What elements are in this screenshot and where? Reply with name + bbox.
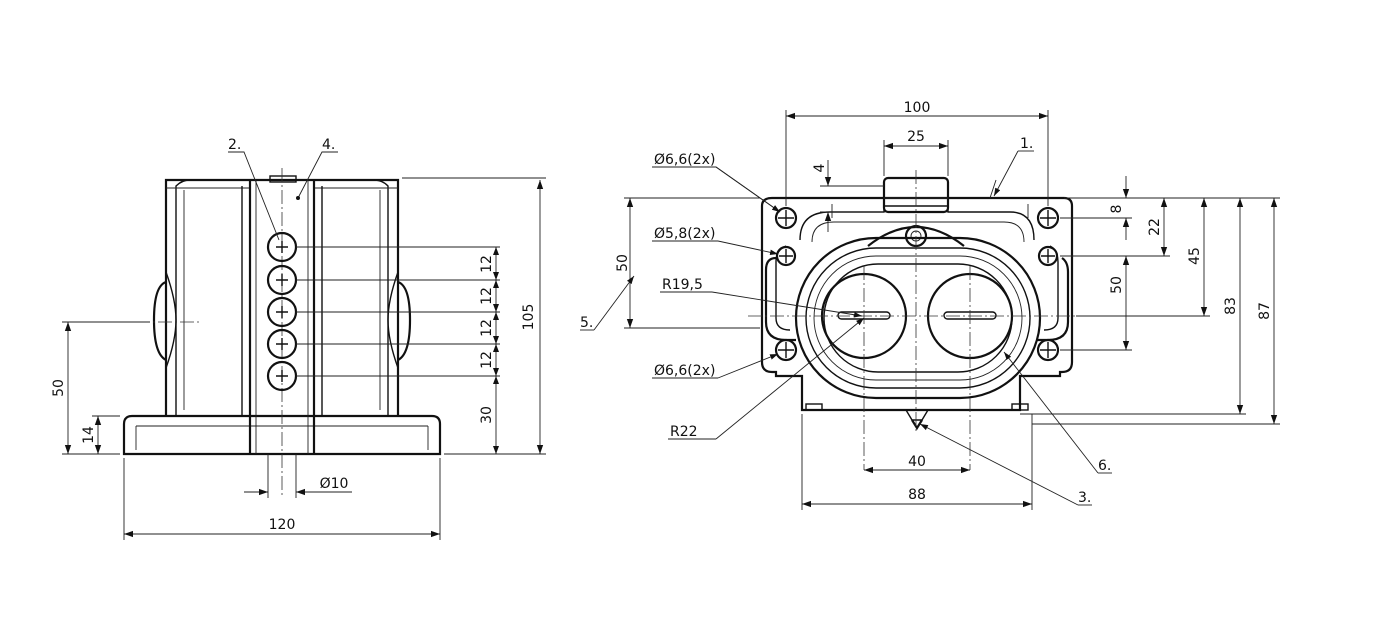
mount-hole-tl <box>774 206 798 230</box>
dim-pitch-1: 12 <box>479 255 495 273</box>
dim-top-width: 100 <box>904 100 931 116</box>
dim-bottom-offset: 30 <box>479 406 495 424</box>
dim-pitch-4: 12 <box>479 351 495 369</box>
label-hole-b: Ø5,8(2x) <box>654 226 715 242</box>
dim-width-total: 120 <box>269 517 296 533</box>
dim-8: 8 <box>1109 205 1125 214</box>
dim-slot-depth: 4 <box>812 163 828 172</box>
dim-height-total: 105 <box>521 304 537 331</box>
dim-50: 50 <box>1109 276 1125 294</box>
callout-5: 5. <box>580 315 593 331</box>
label-radius-inner: R19,5 <box>662 277 703 293</box>
callout-4: 4. <box>322 137 335 153</box>
dim-22: 22 <box>1147 218 1163 236</box>
dim-hole-dia: Ø10 <box>320 476 349 492</box>
mount-hole-tr <box>1036 206 1060 230</box>
dim-pitch-2: 12 <box>479 287 495 305</box>
dim-40: 40 <box>908 454 926 470</box>
label-radius-outer: R22 <box>670 424 698 440</box>
dim-left-50: 50 <box>615 254 631 272</box>
callout-1: 1. <box>1020 136 1033 152</box>
dim-pitch-3: 12 <box>479 319 495 337</box>
left-view: 12 12 12 12 30 105 50 14 Ø10 120 2. 4. <box>51 137 546 540</box>
dim-87: 87 <box>1257 302 1273 320</box>
dim-88: 88 <box>908 487 926 503</box>
dim-slot-width: 25 <box>907 129 925 145</box>
mount-hole-mr <box>1037 245 1059 267</box>
left-base-plate <box>122 414 442 456</box>
callout-2: 2. <box>228 137 241 153</box>
dim-45: 45 <box>1187 247 1203 265</box>
dim-83: 83 <box>1223 297 1239 315</box>
label-hole-a: Ø6,6(2x) <box>654 152 715 168</box>
label-hole-c: Ø6,6(2x) <box>654 363 715 379</box>
mount-hole-bl <box>774 338 798 362</box>
mount-hole-ml <box>775 245 797 267</box>
right-view: 100 25 4 Ø6,6(2x) Ø5,8(2x) Ø6,6(2x) R19,… <box>580 100 1280 510</box>
right-flange <box>760 196 1074 412</box>
mount-hole-br <box>1036 338 1060 362</box>
dim-center-height: 50 <box>51 379 67 397</box>
oval-recess <box>794 236 1042 400</box>
dim-base-height: 14 <box>81 426 97 444</box>
callout-3: 3. <box>1078 490 1091 506</box>
callout-6: 6. <box>1098 458 1111 474</box>
